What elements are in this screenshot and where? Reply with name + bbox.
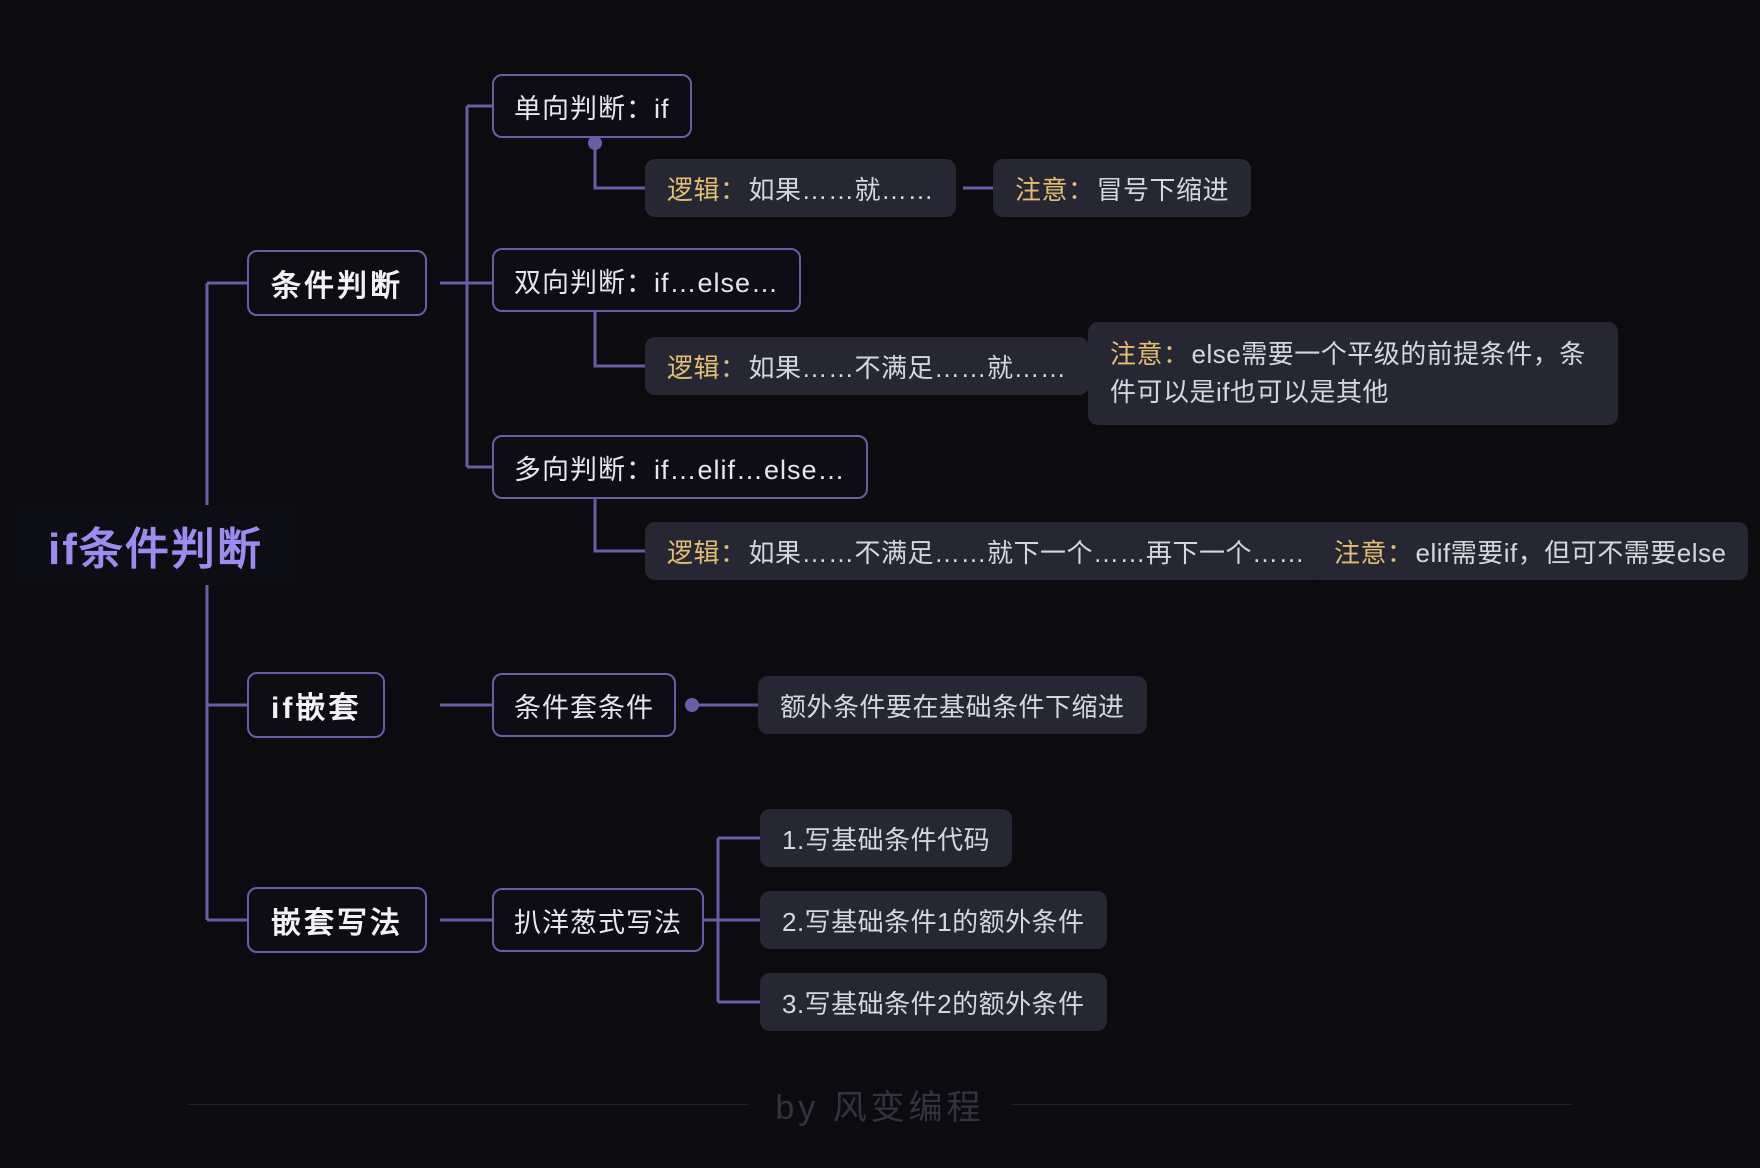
branch-node-nesting-style[interactable]: 嵌套写法 xyxy=(247,887,427,953)
node-single-branch[interactable]: 单向判断：if xyxy=(492,74,692,138)
branch-label: 嵌套写法 xyxy=(271,907,403,940)
detail-single-logic[interactable]: 逻辑： 如果……就…… xyxy=(645,159,957,217)
node-label: 扒洋葱式写法 xyxy=(514,907,682,938)
note-single-caution[interactable]: 注意： 冒号下缩进 xyxy=(993,159,1252,217)
detail-text: 如果……不满足……就…… xyxy=(748,352,1067,383)
detail-text: 如果……就…… xyxy=(748,174,935,205)
node-label: 双向判断：if…else… xyxy=(514,267,780,298)
node-onion-style[interactable]: 扒洋葱式写法 xyxy=(492,888,704,952)
note-tag: 注意： xyxy=(1015,174,1095,205)
step-item-1[interactable]: 1.写基础条件代码 xyxy=(760,809,1013,867)
note-text: 额外条件要在基础条件下缩进 xyxy=(780,691,1125,722)
detail-multi-logic[interactable]: 逻辑： 如果……不满足……就下一个……再下一个…… xyxy=(645,522,1328,580)
note-tag: 注意： xyxy=(1110,339,1190,369)
watermark-divider-right xyxy=(1010,1104,1571,1105)
watermark-text: by 风变编程 xyxy=(775,1089,985,1127)
note-multi-caution[interactable]: 注意： elif需要if，但可不需要else xyxy=(1312,522,1749,580)
detail-text: 如果……不满足……就下一个……再下一个…… xyxy=(748,537,1306,568)
detail-tag: 逻辑： xyxy=(667,352,747,383)
step-text: 3.写基础条件2的额外条件 xyxy=(782,988,1085,1019)
watermark-divider-left xyxy=(189,1104,750,1105)
branch-label: if嵌套 xyxy=(271,692,362,725)
root-node[interactable]: if条件判断 xyxy=(14,505,297,585)
note-double-caution[interactable]: 注意：else需要一个平级的前提条件，条件可以是if也可以是其他 xyxy=(1088,322,1618,426)
branch-label: 条件判断 xyxy=(271,270,403,303)
note-text: elif需要if，但可不需要else xyxy=(1415,537,1727,568)
root-label: if条件判断 xyxy=(48,525,263,574)
node-double-branch[interactable]: 双向判断：if…else… xyxy=(492,248,802,312)
step-item-3[interactable]: 3.写基础条件2的额外条件 xyxy=(760,973,1107,1031)
node-label: 多向判断：if…elif…else… xyxy=(514,454,846,485)
watermark: by 风变编程 xyxy=(0,1080,1760,1129)
node-condition-in-condition[interactable]: 条件套条件 xyxy=(492,673,676,737)
branch-node-conditional[interactable]: 条件判断 xyxy=(247,250,427,316)
step-text: 2.写基础条件1的额外条件 xyxy=(782,906,1085,937)
note-text: 冒号下缩进 xyxy=(1096,174,1230,205)
branch-node-nesting[interactable]: if嵌套 xyxy=(247,672,386,738)
step-item-2[interactable]: 2.写基础条件1的额外条件 xyxy=(760,891,1107,949)
detail-tag: 逻辑： xyxy=(667,174,747,205)
node-label: 单向判断：if xyxy=(514,93,670,124)
step-text: 1.写基础条件代码 xyxy=(782,824,991,855)
detail-tag: 逻辑： xyxy=(667,537,747,568)
detail-double-logic[interactable]: 逻辑： 如果……不满足……就…… xyxy=(645,337,1089,395)
note-nesting-indent[interactable]: 额外条件要在基础条件下缩进 xyxy=(758,676,1147,734)
node-multi-branch[interactable]: 多向判断：if…elif…else… xyxy=(492,435,868,499)
note-tag: 注意： xyxy=(1334,537,1414,568)
node-label: 条件套条件 xyxy=(514,692,654,723)
note-text: else需要一个平级的前提条件，条件可以是if也可以是其他 xyxy=(1110,339,1586,407)
